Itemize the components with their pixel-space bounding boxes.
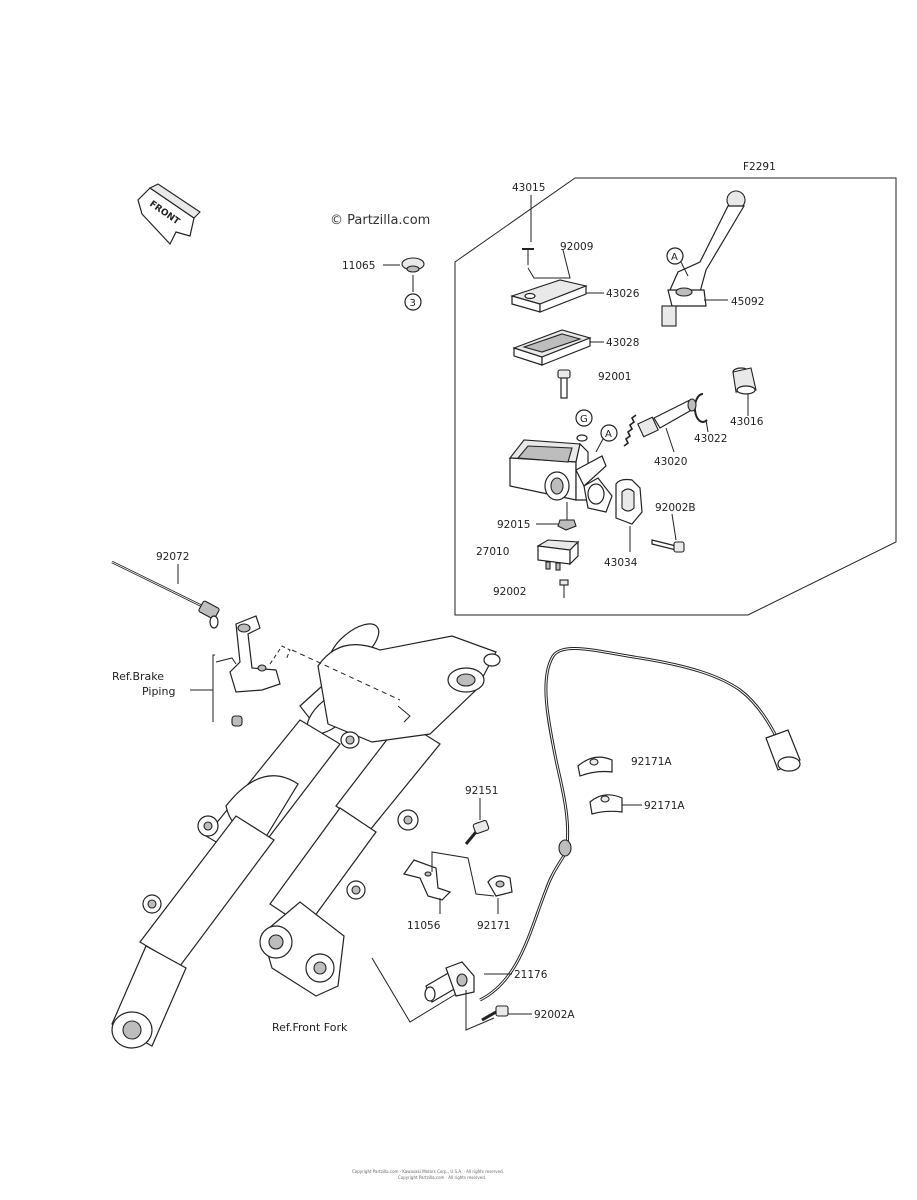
label-43026: 43026 — [606, 288, 640, 300]
piston-kit-43020 — [623, 398, 697, 447]
badge-a-icon: A — [666, 247, 684, 265]
svg-text:A: A — [605, 429, 612, 440]
nut-92015 — [557, 502, 577, 531]
svg-text:A: A — [671, 252, 678, 263]
bolt-92002A — [481, 1005, 509, 1022]
circlip-43022 — [693, 392, 708, 423]
label-27010: 27010 — [476, 546, 509, 558]
cable-clip-92171A-lower — [589, 794, 623, 815]
badge-a2-icon: A — [600, 424, 618, 442]
switch-27010 — [536, 539, 580, 571]
sensor-connector — [765, 729, 801, 772]
label-43022: 43022 — [694, 433, 727, 445]
bolt-92002B — [651, 539, 685, 553]
screw-92009 — [522, 248, 534, 265]
diagram-code: F2291 — [743, 161, 776, 173]
label-21176: 21176 — [514, 969, 548, 981]
brake-lever-45092 — [661, 190, 746, 327]
svg-text:3: 3 — [410, 298, 416, 309]
label-43028: 43028 — [606, 337, 639, 349]
label-92171A-lower: 92171A — [644, 800, 685, 812]
svg-text:G: G — [580, 414, 588, 425]
label-92002B: 92002B — [655, 502, 696, 514]
label-11065: 11065 — [342, 260, 375, 272]
diaphragm-43028 — [512, 329, 592, 366]
cap-11065 — [401, 257, 425, 273]
ref-front-fork: Ref.Front Fork — [272, 1021, 348, 1034]
label-92015: 92015 — [497, 519, 530, 531]
label-43016: 43016 — [730, 416, 764, 428]
footer-copyright-line1: Copyright Partzilla.com · Kawasaki Motor… — [352, 1169, 504, 1174]
master-cylinder-body — [508, 439, 613, 513]
bolt-92001 — [557, 369, 571, 399]
label-92171A-upper: 92171A — [631, 756, 672, 768]
footer-copyright-line2: Copyright Partzilla.com · All rights res… — [398, 1175, 486, 1180]
label-92151: 92151 — [465, 785, 498, 797]
dust-cover-43016 — [732, 367, 757, 395]
label-92009: 92009 — [560, 241, 593, 253]
cover-43026 — [510, 279, 588, 313]
cable-tie-92072 — [111, 560, 220, 629]
label-92001: 92001 — [598, 371, 631, 383]
bolt-92151 — [464, 819, 490, 845]
watermark: © Partzilla.com — [330, 213, 430, 228]
label-43034: 43034 — [604, 557, 638, 569]
label-11056: 11056 — [407, 920, 441, 932]
label-43015: 43015 — [512, 182, 545, 194]
front-arrow-icon: FRONT — [137, 183, 201, 246]
badge-3-icon: 3 — [404, 293, 422, 311]
reservoir-port — [576, 434, 588, 442]
label-92072: 92072 — [156, 551, 189, 563]
brake-hose-bracket — [229, 615, 281, 727]
sensor-21176 — [424, 961, 475, 1003]
ref-brake-piping-line1: Ref.Brake — [112, 670, 164, 683]
ref-brake-piping-line2: Piping — [142, 685, 175, 698]
label-43020: 43020 — [654, 456, 687, 468]
clamp-92171 — [487, 875, 513, 897]
label-92171: 92171 — [477, 920, 510, 932]
grommet-on-cable — [558, 839, 572, 857]
cable-clip-92171A-upper — [577, 756, 613, 777]
bracket-11056 — [402, 859, 452, 901]
screw-92002 — [559, 579, 569, 598]
steering-stem-clamp — [317, 635, 501, 749]
label-92002A: 92002A — [534, 1009, 575, 1021]
clamp-43034 — [615, 478, 643, 525]
label-45092: 45092 — [731, 296, 764, 308]
master-cylinder-group-outline — [454, 177, 897, 616]
label-92002: 92002 — [493, 586, 526, 598]
badge-g-icon: G — [575, 409, 593, 427]
